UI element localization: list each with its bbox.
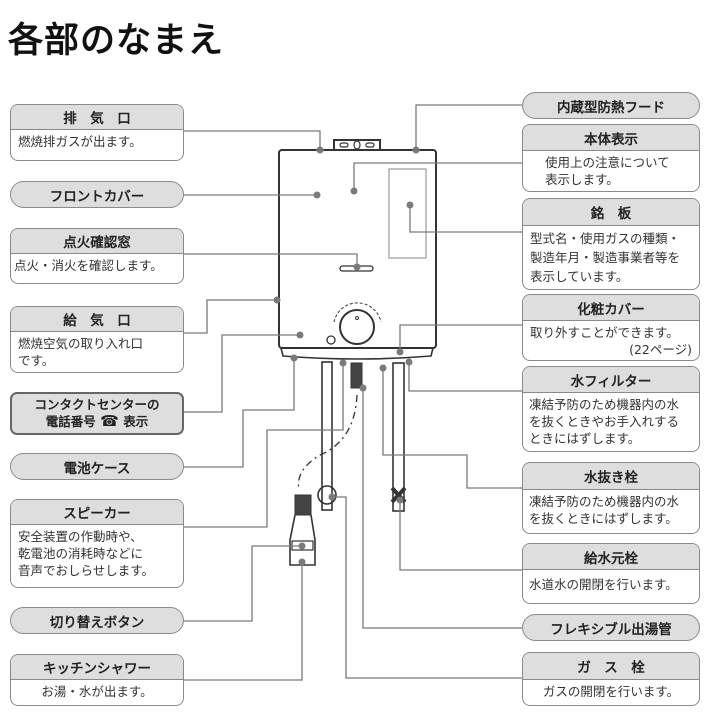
hose-connector xyxy=(350,362,363,389)
label-flex-pipe: フレキシブル出湯管 xyxy=(522,614,700,641)
leader-dots xyxy=(273,146,420,566)
contact-display-label: 表示 xyxy=(123,414,149,429)
phone-icon: ☎ xyxy=(100,412,119,430)
leader-water-filter xyxy=(408,362,522,392)
leader-exhaust xyxy=(184,130,321,150)
label-ignition-window: 点火確認窓 点火・消火を確認します。 xyxy=(10,228,184,284)
label-desc: 型式名・使用ガスの種類・ 製造年月・製造事業者等を 表示しています。 xyxy=(530,231,681,284)
leader-contact xyxy=(184,334,300,413)
leader-water-valve xyxy=(399,500,522,571)
label-title: 排 気 口 xyxy=(11,105,183,130)
label-water-valve: 給水元栓 水道水の開閉を行います。 xyxy=(522,543,700,604)
bracket-hole xyxy=(353,140,361,150)
label-title: 給 気 口 xyxy=(11,307,183,332)
shower-thread xyxy=(294,494,312,516)
dial-marker xyxy=(355,316,359,320)
label-battery-case: 電池ケース xyxy=(10,453,184,480)
contact-line2: 電話番号 ☎ 表示 xyxy=(12,413,182,430)
page-title: 各部のなまえ xyxy=(8,21,225,61)
label-desc: 燃焼空気の取り入れ口 です。 xyxy=(18,336,144,368)
label-title: ガ ス 栓 xyxy=(523,653,699,680)
leader-switch xyxy=(184,545,302,622)
label-nameplate: 銘 板 型式名・使用ガスの種類・ 製造年月・製造事業者等を 表示しています。 xyxy=(522,198,700,290)
bracket-slot xyxy=(339,142,349,148)
mounting-bracket xyxy=(333,139,381,150)
leader-shower xyxy=(184,562,303,681)
label-kitchen-shower: キッチンシャワー お湯・水が出ます。 xyxy=(10,654,184,706)
bracket-slot xyxy=(365,142,375,148)
label-switch-button: 切り替えボタン xyxy=(10,607,184,634)
shower-hose xyxy=(297,394,358,491)
label-gas-valve: ガ ス 栓 ガスの開閉を行います。 xyxy=(522,652,700,706)
label-title: 銘 板 xyxy=(523,199,699,226)
leader-air-intake xyxy=(184,299,277,334)
leader-speaker xyxy=(184,363,344,528)
leader-ignition-window xyxy=(184,253,358,267)
label-title: 点火確認窓 xyxy=(11,229,183,254)
leader-decor-cover xyxy=(399,324,522,352)
leader-lines xyxy=(184,104,522,681)
label-decor-cover: 化粧カバー 取り外すことができます。 (22ページ) xyxy=(522,294,700,361)
label-drain-plug: 水抜き栓 凍結予防のため機器内の水 を抜くときにはずします。 xyxy=(522,462,700,534)
label-exhaust: 排 気 口 燃焼排ガスが出ます。 xyxy=(10,104,184,161)
label-desc: ガスの開閉を行います。 xyxy=(542,684,680,699)
switch-knob xyxy=(326,335,336,345)
label-desc: 水道水の開閉を行います。 xyxy=(529,577,678,592)
contact-phone-label: 電話番号 xyxy=(45,414,96,429)
gas-valve-knob xyxy=(317,485,337,505)
leader-flex-pipe xyxy=(362,388,522,629)
leader-drain-plug xyxy=(382,368,522,489)
temperature-dial xyxy=(339,309,375,345)
label-body-display: 本体表示 使用上の注意について 表示します。 xyxy=(522,124,700,192)
label-heat-hood: 内蔵型防熱フード xyxy=(522,92,700,119)
contact-line1: コンタクトセンターの xyxy=(34,397,160,412)
shower-head xyxy=(289,514,316,566)
label-title: 化粧カバー xyxy=(523,295,699,321)
label-desc: 凍結予防のため機器内の水 を抜くときやお手入れする ときにはずします。 xyxy=(529,397,680,446)
label-desc: 点火・消火を確認します。 xyxy=(14,258,163,273)
leader-nameplate xyxy=(409,205,522,233)
leader-gas-valve xyxy=(332,496,522,679)
label-speaker: スピーカー 安全装置の作動時や、 乾電池の消耗時などに 音声でおしらせします。 xyxy=(10,499,184,588)
label-title: スピーカー xyxy=(11,500,183,525)
leader-battery xyxy=(184,358,295,468)
label-contact-center: コンタクトセンターの 電話番号 ☎ 表示 xyxy=(10,392,184,435)
label-title: 給水元栓 xyxy=(523,544,699,570)
label-title: キッチンシャワー xyxy=(11,655,183,680)
label-desc: お湯・水が出ます。 xyxy=(41,684,153,699)
leader-heat-hood xyxy=(415,104,522,150)
label-water-filter: 水フィルター 凍結予防のため機器内の水 を抜くときやお手入れする ときにはずしま… xyxy=(522,366,700,452)
label-desc: 取り外すことができます。 xyxy=(530,325,679,340)
heater-body xyxy=(278,149,437,349)
water-pipe xyxy=(392,362,405,512)
label-desc: 燃焼排ガスが出ます。 xyxy=(18,134,142,149)
label-desc: 凍結予防のため機器内の水 を抜くときにはずします。 xyxy=(529,494,680,526)
nameplate-area xyxy=(388,168,427,259)
label-title: 水フィルター xyxy=(523,367,699,393)
leader-body-display xyxy=(353,162,522,191)
label-desc: 使用上の注意について 表示します。 xyxy=(545,155,670,187)
label-title: 本体表示 xyxy=(523,125,699,151)
label-title: 水抜き栓 xyxy=(523,463,699,490)
label-desc: 安全装置の作動時や、 乾電池の消耗時などに 音声でおしらせします。 xyxy=(18,529,155,578)
label-air-intake: 給 気 口 燃焼空気の取り入れ口 です。 xyxy=(10,306,184,373)
dial-scale xyxy=(333,302,382,323)
bottom-tray xyxy=(279,347,435,360)
label-page-ref: (22ページ) xyxy=(629,342,692,357)
hot-water-pipe xyxy=(321,361,333,511)
label-front-cover: フロントカバー xyxy=(10,181,184,208)
